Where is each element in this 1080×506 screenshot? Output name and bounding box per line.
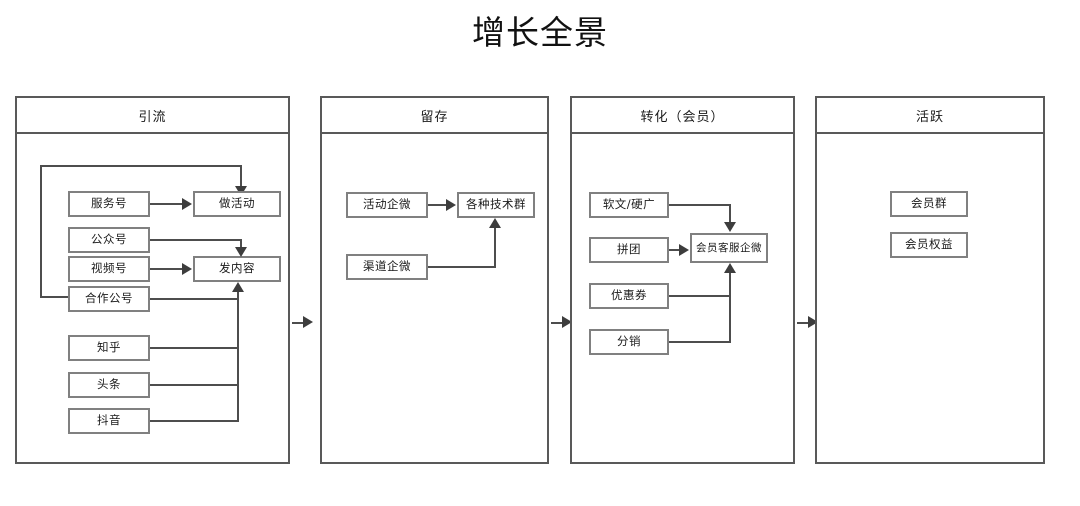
node-acq-run-campaign[interactable]: 做活动 [193,191,281,217]
node-conv-member-service-wecom[interactable]: 会员客服企微 [690,233,768,263]
stage-panel-conversion: 转化（会员） [570,96,795,464]
loop-line-bottom [40,296,70,298]
flow-line-ret-to-conv [551,322,563,324]
edge-official-to-content-arrow [235,247,247,257]
node-ret-campaign-wecom[interactable]: 活动企微 [346,192,428,218]
edge-rail-up-to-member [729,273,731,341]
node-conv-group-buy[interactable]: 拼团 [589,237,669,263]
stage-panel-retention: 留存 [320,96,549,464]
edge-official-to-content-v [240,239,242,248]
edge-campaign-to-groups-arrow [446,199,456,211]
edge-video-to-content-arrow [182,263,192,275]
edge-channel-to-rail [428,266,496,268]
node-conv-distribution-label[interactable]: 分销 [589,329,669,355]
node-acq-toutiao[interactable]: 头条 [68,372,150,398]
node-acq-publish-content[interactable]: 发内容 [193,256,281,282]
node-acq-zhihu[interactable]: 知乎 [68,335,150,361]
stage-header-retention: 留存 [322,98,547,134]
edge-video-to-content [150,268,183,270]
edge-service-to-campaign-arrow [182,198,192,210]
edge-zhihu-to-rail [150,347,239,349]
node-conv-coupon[interactable]: 优惠券 [589,283,669,309]
page-title: 增长全景 [472,13,608,52]
edge-coupon-to-rail [669,295,731,297]
edge-distribution-to-rail [669,341,731,343]
flow-arrow-conv-to-active [808,316,818,328]
loop-line-left [40,165,42,298]
stage-header-conversion: 转化（会员） [572,98,793,134]
edge-rail-arrowhead-up [232,282,244,292]
flow-arrow-acq-to-ret [303,316,313,328]
loop-line-down-to-activity [240,165,242,187]
edge-official-to-content-h [150,239,242,241]
edge-rail-down-to-member [729,204,731,223]
node-active-member-group[interactable]: 会员群 [890,191,968,217]
flow-line-acq-to-ret [292,322,304,324]
flow-line-conv-to-active [797,322,809,324]
node-acq-partner-account[interactable]: 合作公号 [68,286,150,312]
edge-toutiao-to-rail [150,384,239,386]
edge-partner-to-rail [150,298,239,300]
loop-line-top [40,165,242,167]
node-ret-tech-groups[interactable]: 各种技术群 [457,192,535,218]
node-acq-service-account[interactable]: 服务号 [68,191,150,217]
edge-groupbuy-to-member-arrow [679,244,689,256]
edge-rail-arrowhead-member-down [724,222,736,232]
edge-groupbuy-to-member [669,249,680,251]
node-acq-official-account[interactable]: 公众号 [68,227,150,253]
edge-service-to-campaign [150,203,183,205]
edge-rail-arrowhead-groups [489,218,501,228]
node-ret-channel-wecom[interactable]: 渠道企微 [346,254,428,280]
stage-header-acquisition: 引流 [17,98,288,134]
edge-douyin-to-rail [150,420,239,422]
stage-header-active: 活跃 [817,98,1043,134]
stage-panel-active: 活跃 [815,96,1045,464]
edge-rail-arrowhead-member-up [724,263,736,273]
edge-rail-up-to-groups [494,228,496,268]
node-acq-douyin[interactable]: 抖音 [68,408,150,434]
node-conv-softad-hardad[interactable]: 软文/硬广 [589,192,669,218]
edge-campaign-to-groups [428,204,447,206]
edge-rail-up-to-content [237,292,239,420]
flow-arrow-ret-to-conv [562,316,572,328]
node-active-member-benefits[interactable]: 会员权益 [890,232,968,258]
edge-ad-to-rail [669,204,731,206]
node-acq-video-account[interactable]: 视频号 [68,256,150,282]
